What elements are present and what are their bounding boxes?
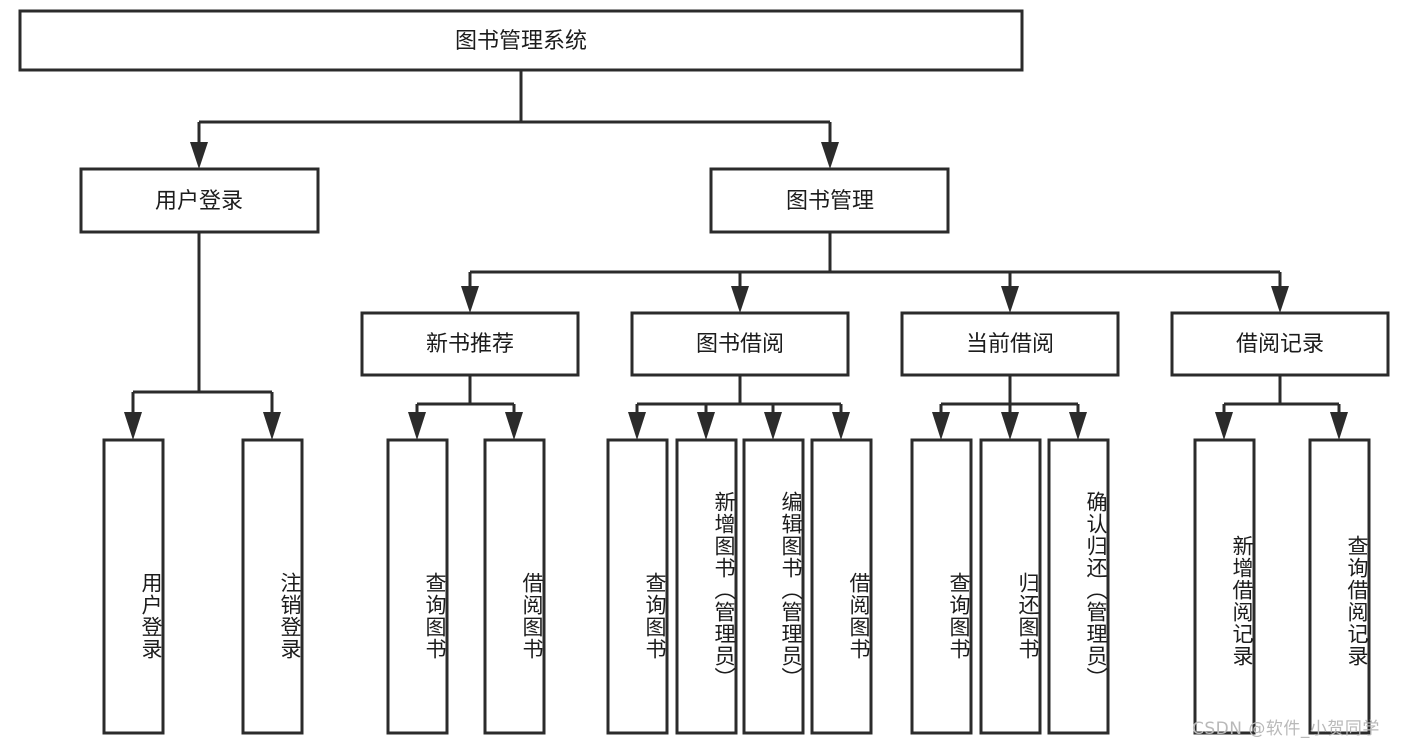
arrow-head-leaf-borrow-book-2 <box>832 412 850 440</box>
node-current-borrow[interactable]: 当前借阅 <box>900 311 1120 377</box>
node-leaf-confirm-return-box[interactable] <box>1047 438 1110 735</box>
node-leaf-edit-book-box[interactable] <box>742 438 805 735</box>
arrow-head-new-book-recommend <box>461 286 479 313</box>
arrow-head-leaf-return-book <box>1001 412 1019 440</box>
node-leaf-user-login-box[interactable] <box>102 438 165 735</box>
node-root[interactable]: 图书管理系统 <box>18 9 1024 72</box>
arrow-head-leaf-query-book-3 <box>932 412 950 440</box>
arrow-head-leaf-borrow-book-1 <box>505 412 523 440</box>
node-current-borrow-label: 当前借阅 <box>966 332 1054 357</box>
connector-group-new-book-recommend <box>408 375 523 440</box>
node-new-book-recommend-label: 新书推荐 <box>426 332 514 357</box>
node-leaf-query-book-2-label: 查询图书 <box>643 571 667 660</box>
arrow-head-leaf-edit-book <box>764 412 782 440</box>
node-user-login-box[interactable] <box>79 167 320 234</box>
connector-group-borrow-record <box>1215 375 1348 440</box>
node-leaf-borrow-book-2-label: 借阅图书 <box>847 571 871 660</box>
node-root-box[interactable] <box>18 9 1024 72</box>
node-book-management-box[interactable] <box>709 167 950 234</box>
arrow-head-current-borrow <box>1001 286 1019 313</box>
node-leaf-query-book-1-box[interactable] <box>386 438 449 735</box>
node-user-login[interactable]: 用户登录 <box>79 167 320 234</box>
leaf-box-group <box>102 438 1371 735</box>
node-leaf-borrow-book-1-label: 借阅图书 <box>520 571 544 660</box>
node-new-book-recommend-box[interactable] <box>360 311 580 377</box>
node-book-borrow[interactable]: 图书借阅 <box>630 311 850 377</box>
node-leaf-add-record-box[interactable] <box>1193 438 1256 735</box>
node-leaf-edit-book-label: 编辑图书（管理员） <box>779 490 803 689</box>
node-leaf-add-book-box[interactable] <box>675 438 738 735</box>
node-leaf-return-book-box[interactable] <box>979 438 1042 735</box>
node-book-borrow-label: 图书借阅 <box>696 332 784 357</box>
connector-group-book-management <box>461 232 1289 313</box>
arrow-head-leaf-query-record <box>1330 412 1348 440</box>
node-leaf-add-record-label: 新增借阅记录 <box>1230 534 1254 667</box>
node-user-login-label: 用户登录 <box>155 189 243 214</box>
watermark-text: CSDN @软件_小贺同学 <box>1192 719 1380 739</box>
node-book-management[interactable]: 图书管理 <box>709 167 950 234</box>
arrow-head-leaf-add-book <box>697 412 715 440</box>
node-leaf-query-book-1-label: 查询图书 <box>423 571 447 660</box>
node-book-management-label: 图书管理 <box>786 189 874 214</box>
node-new-book-recommend[interactable]: 新书推荐 <box>360 311 580 377</box>
arrow-head-book-management <box>821 142 839 169</box>
arrow-head-book-borrow <box>731 286 749 313</box>
node-leaf-query-book-3-label: 查询图书 <box>947 571 971 660</box>
node-leaf-add-book-label: 新增图书（管理员） <box>712 490 736 689</box>
arrow-head-leaf-user-login <box>124 412 142 440</box>
node-leaf-query-record-box[interactable] <box>1308 438 1371 735</box>
node-current-borrow-box[interactable] <box>900 311 1120 377</box>
arrow-head-leaf-confirm-return <box>1069 412 1087 440</box>
node-borrow-record-box[interactable] <box>1170 311 1390 377</box>
node-leaf-query-record-label: 查询借阅记录 <box>1345 534 1369 667</box>
node-root-label: 图书管理系统 <box>455 29 587 54</box>
node-leaf-logout-login-box[interactable] <box>241 438 304 735</box>
node-leaf-return-book-label: 归还图书 <box>1016 571 1040 660</box>
node-leaf-confirm-return-label: 确认归还（管理员） <box>1084 490 1108 689</box>
node-leaf-query-book-2-box[interactable] <box>606 438 669 735</box>
arrow-head-leaf-query-book-2 <box>628 412 646 440</box>
arrow-head-leaf-query-book-1 <box>408 412 426 440</box>
connector-group-book-borrow <box>628 375 850 440</box>
connector-group-user-login <box>124 232 281 440</box>
node-leaf-logout-login-label: 注销登录 <box>278 571 302 660</box>
arrow-head-leaf-logout-login <box>263 412 281 440</box>
connector-group-current-borrow <box>932 375 1087 440</box>
node-borrow-record[interactable]: 借阅记录 <box>1170 311 1390 377</box>
arrow-head-user-login <box>190 142 208 169</box>
node-leaf-borrow-book-2-box[interactable] <box>810 438 873 735</box>
node-leaf-borrow-book-1-box[interactable] <box>483 438 546 735</box>
arrow-head-borrow-record <box>1271 286 1289 313</box>
arrow-head-leaf-add-record <box>1215 412 1233 440</box>
node-book-borrow-box[interactable] <box>630 311 850 377</box>
node-leaf-user-login-label: 用户登录 <box>139 571 163 660</box>
node-leaf-query-book-3-box[interactable] <box>910 438 973 735</box>
node-borrow-record-label: 借阅记录 <box>1236 332 1324 357</box>
connector-group-root <box>190 70 839 169</box>
